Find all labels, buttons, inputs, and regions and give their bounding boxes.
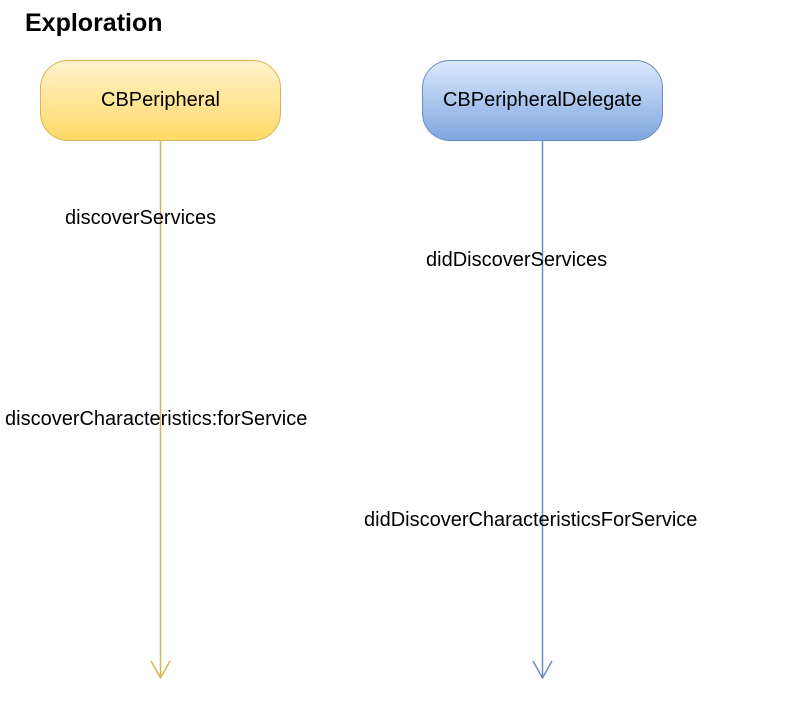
diagram-title: Exploration	[25, 9, 163, 37]
left-lifeline-arrow	[150, 141, 171, 680]
did-discover-characteristics-label: didDiscoverCharacteristicsForService	[364, 509, 698, 531]
cbperipheral-delegate-node[interactable]: CBPeripheralDelegate	[422, 60, 663, 141]
discover-characteristics-label: discoverCharacteristics:forService	[5, 408, 308, 430]
discover-services-label: discoverServices	[65, 207, 217, 229]
right-lifeline-arrow	[532, 141, 553, 680]
did-discover-services-label: didDiscoverServices	[426, 249, 608, 271]
cbperipheral-delegate-node-label: CBPeripheralDelegate	[442, 89, 642, 111]
cbperipheral-node-label: CBPeripheral	[101, 89, 220, 111]
cbperipheral-node[interactable]: CBPeripheral	[40, 60, 281, 141]
